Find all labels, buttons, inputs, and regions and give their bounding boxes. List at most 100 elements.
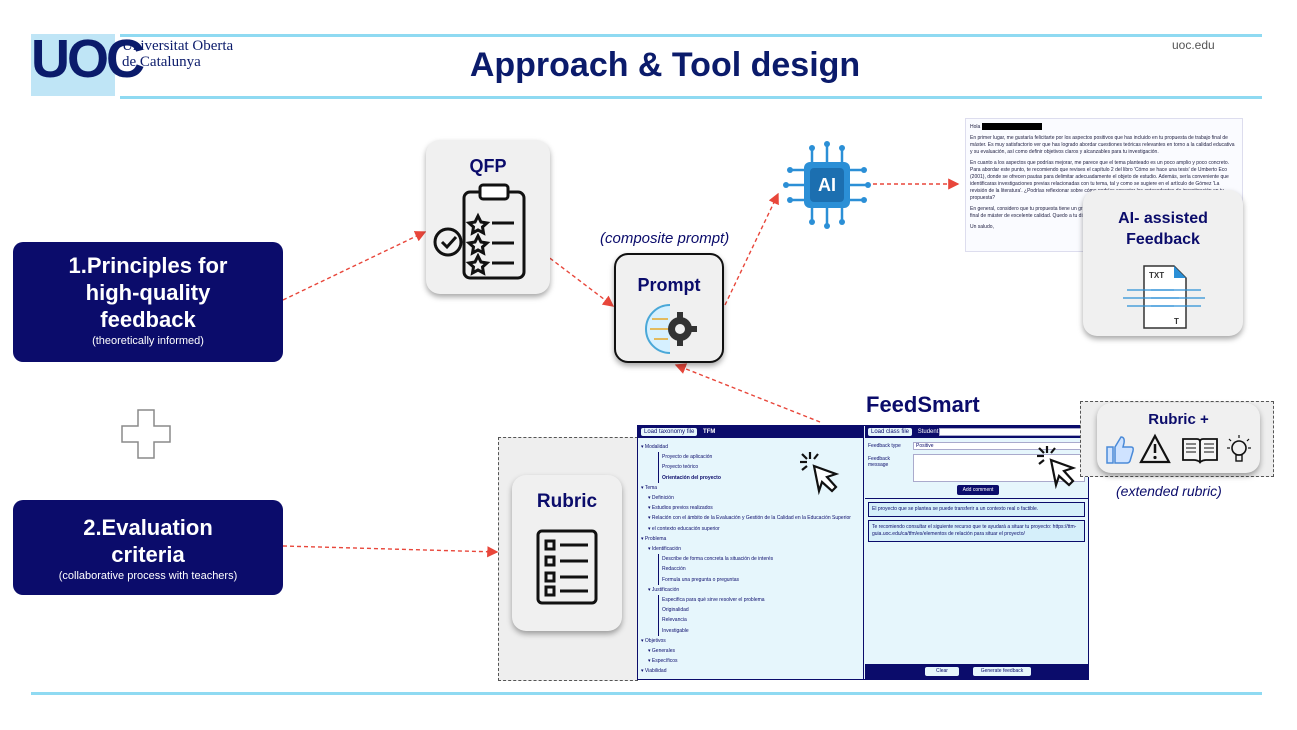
taxonomy-tree-item[interactable]: Describe de forma concreta la situación … [658,554,861,565]
taxonomy-tree-item[interactable]: ▾ Modalidad [641,442,861,452]
feedback-type-label: Feedback type [868,443,901,449]
taxonomy-tree-item[interactable]: ▾ Viabilidad [641,666,861,676]
rubric-label: Rubric [536,491,598,512]
load-taxonomy-button[interactable]: Load taxonomy file [641,428,698,436]
rubric-plus-card: Rubric + [1097,403,1260,473]
taxonomy-tree-item[interactable]: Especifica para qué sirve resolver el pr… [658,595,861,606]
taxonomy-tree-item[interactable]: Proyecto de aplicación [658,452,861,463]
prompt-note: (composite prompt) [600,230,730,247]
taxonomy-tree-item[interactable]: Originalidad [658,605,861,616]
tree-toggle-icon: ▾ [648,495,652,502]
taxonomy-tree-item[interactable]: ▾ Problema [641,534,861,544]
add-comment-button[interactable]: Add comment [957,485,999,495]
tree-toggle-icon: ▾ [641,484,645,491]
taxonomy-tree-item[interactable]: Proyecto teórico [658,462,861,473]
tree-toggle-icon: ▾ [648,648,652,655]
tree-item-label: Justificación [651,586,680,593]
warning-icon [1139,433,1171,464]
site-url: uoc.edu [1172,38,1215,52]
taxonomy-tree-item[interactable]: ▾ Tema [641,483,861,493]
university-name-line1: Universitat Oberta [122,38,234,54]
page-title: Approach & Tool design [469,46,861,84]
tree-item-label: Describe de forma concreta la situación … [662,556,774,563]
qfp-card: QFP [426,140,550,294]
university-name-line2: de Catalunya [122,54,201,70]
arrow-feedsmart-to-prompt [674,363,821,423]
panel-divider [865,498,1088,499]
student-label: Student [917,429,939,435]
load-class-button[interactable]: Load class file [868,428,913,436]
cursor-click-icon [800,452,840,496]
tree-item-label: Modalidad [644,444,668,450]
principles-title-line1: 1.Principles for [68,253,228,278]
criteria-title-line1: 2.Evaluation [83,515,213,540]
feedback-panel: Load class file Student Feedback type Po… [865,426,1088,679]
tree-toggle-icon: ▾ [641,535,645,542]
tree-item-label: Orientación del proyecto [662,474,721,481]
taxonomy-tree-item[interactable]: Relevancia [658,615,861,626]
comment-message-2: Te recomiendo consultar el siguiente rec… [868,520,1085,542]
feedsmart-title: FeedSmart [866,392,980,417]
tree-item-label: Viabilidad [644,668,667,675]
ai-chip-icon: AI [783,141,871,229]
tree-item-label: Proyecto de aplicación [662,454,713,461]
ai-chip-label: AI [818,175,836,195]
taxonomy-tree-item[interactable]: ▾ Definición [641,493,861,503]
brain-gear-icon [645,304,697,354]
taxonomy-toolbar: Load taxonomy file TFM [638,426,863,438]
taxonomy-tree-item[interactable]: ▾ Estudios previos realizados [641,503,861,513]
generate-feedback-button[interactable]: Generate feedback [973,667,1031,676]
txt-file-icon: TXT T [1123,265,1205,329]
clear-button[interactable]: Clear [925,667,959,676]
criteria-box: 2.Evaluation criteria (collaborative pro… [13,500,283,595]
tree-toggle-icon: ▾ [648,546,652,553]
taxonomy-tree-item[interactable]: Investigable [658,625,861,636]
taxonomy-tree-item[interactable]: ▾ Generales [641,646,861,656]
principles-subtitle: (theoretically informed) [92,335,204,347]
tree-toggle-icon: ▾ [648,586,652,593]
lightbulb-icon [1227,435,1251,462]
cursor-click-icon [1037,446,1077,490]
tree-toggle-icon: ▾ [648,505,652,512]
taxonomy-tree-item[interactable]: Orientación del proyecto [658,472,861,483]
taxonomy-name: TFM [703,429,716,435]
taxonomy-tree-item[interactable]: ▾ Objetivos [641,636,861,646]
uoc-logo-background [31,34,115,96]
arrow-prompt-to-ai [724,192,779,306]
tree-item-label: Formula una pregunta o preguntas [662,576,739,583]
tree-item-label: Redacción [662,566,686,573]
taxonomy-tree-item[interactable]: ▾ Justificación [641,585,861,595]
tree-toggle-icon: ▾ [641,668,645,675]
feedback-footer: Clear Generate feedback [865,664,1088,679]
doc-greeting: Hola [970,123,981,130]
tree-toggle-icon: ▾ [648,525,652,532]
principles-title-line3: feedback [100,307,196,332]
tree-item-label: Objetivos [644,637,666,644]
doc-paragraph-1: En primer lugar, me gustaría felicitarte… [970,134,1235,155]
taxonomy-tree-item[interactable]: Redacción [658,564,861,575]
tree-toggle-icon: ▾ [648,658,652,665]
student-select[interactable] [939,428,1085,436]
taxonomy-tree-item[interactable]: Formula una pregunta o preguntas [658,574,861,585]
arrow-principles-to-qfp [282,231,427,301]
taxonomy-tree-item[interactable]: ▾ Específicos [641,656,861,666]
arrow-qfp-to-prompt [521,236,615,307]
taxonomy-tree-item[interactable]: ▾ el contexto educación superior [641,524,861,534]
tree-item-label: Originalidad [662,607,689,614]
university-name: Universitat Oberta de Catalunya [122,38,233,70]
rubric-plus-note: (extended rubric) [1116,483,1222,499]
tree-toggle-icon: ▾ [641,637,645,644]
tree-item-label: Estudios previos realizados [651,505,713,512]
principles-box: 1.Principles for high-quality feedback (… [13,242,283,362]
tree-item-label: el contexto educación superior [651,525,720,532]
rubric-card: Rubric [512,475,622,631]
taxonomy-tree-item[interactable]: ▾ Relación con el ámbito de la Evaluació… [641,513,861,523]
plus-icon [121,409,171,459]
comment-message-1: El proyecto que se plantea se puede tran… [868,502,1085,517]
tree-toggle-icon: ▾ [648,515,652,522]
thumbs-up-icon [1106,436,1134,464]
taxonomy-tree-item[interactable]: ▾ Identificación [641,544,861,554]
